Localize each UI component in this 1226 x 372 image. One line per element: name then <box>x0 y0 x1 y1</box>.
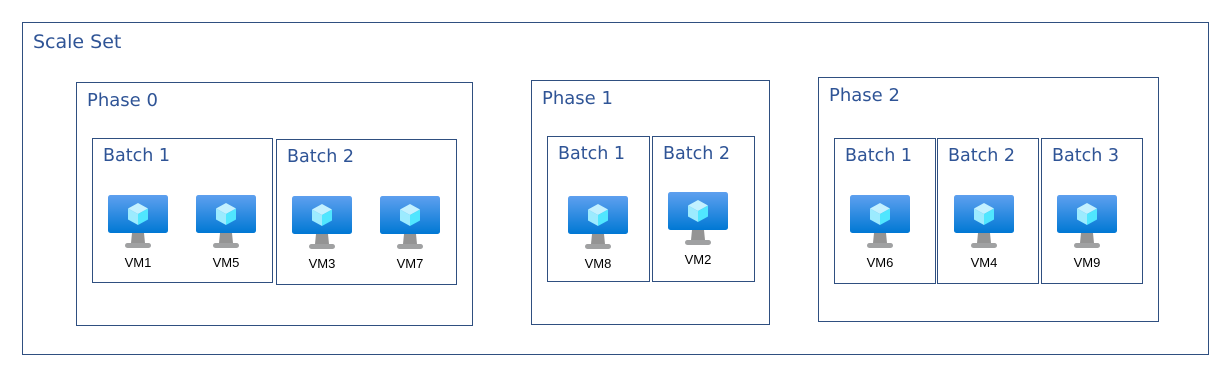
vm-name-label: VM4 <box>970 255 998 270</box>
virtual-machine-icon <box>568 196 628 249</box>
vm-item: VM6 <box>848 193 912 273</box>
vm-item: VM8 <box>566 194 630 274</box>
phase-0-label: Phase 0 <box>87 90 158 111</box>
vm-name-label: VM2 <box>684 252 712 267</box>
virtual-machine-icon <box>196 195 256 248</box>
vm-item: VM5 <box>194 193 258 273</box>
phase-1-batch-2-label: Batch 2 <box>663 144 731 164</box>
phase-1-label: Phase 1 <box>542 88 613 109</box>
virtual-machine-icon <box>1057 195 1117 248</box>
vm-name-label: VM1 <box>124 255 152 270</box>
phase-0-batch-1-label: Batch 1 <box>103 146 171 166</box>
phase-2-batch-3-label: Batch 3 <box>1052 146 1120 166</box>
virtual-machine-icon <box>292 196 352 249</box>
vm-item: VM9 <box>1055 193 1119 273</box>
vm-item: VM3 <box>290 194 354 274</box>
virtual-machine-icon <box>850 195 910 248</box>
virtual-machine-icon <box>108 195 168 248</box>
phase-1-batch-1-label: Batch 1 <box>558 144 626 164</box>
phase-2-label: Phase 2 <box>829 85 900 106</box>
phase-2-batch-1-label: Batch 1 <box>845 146 913 166</box>
vm-item: VM7 <box>378 194 442 274</box>
vm-name-label: VM9 <box>1073 255 1101 270</box>
vm-item: VM4 <box>952 193 1016 273</box>
scale-set-label: Scale Set <box>33 31 122 53</box>
vm-item: VM1 <box>106 193 170 273</box>
vm-name-label: VM6 <box>866 255 894 270</box>
vm-name-label: VM3 <box>308 256 336 271</box>
phase-2-batch-2-label: Batch 2 <box>948 146 1016 166</box>
vm-name-label: VM5 <box>212 255 240 270</box>
vm-name-label: VM8 <box>584 256 612 271</box>
virtual-machine-icon <box>954 195 1014 248</box>
vm-name-label: VM7 <box>396 256 424 271</box>
virtual-machine-icon <box>668 192 728 245</box>
phase-0-batch-2-label: Batch 2 <box>287 147 355 167</box>
virtual-machine-icon <box>380 196 440 249</box>
vm-item: VM2 <box>666 190 730 270</box>
